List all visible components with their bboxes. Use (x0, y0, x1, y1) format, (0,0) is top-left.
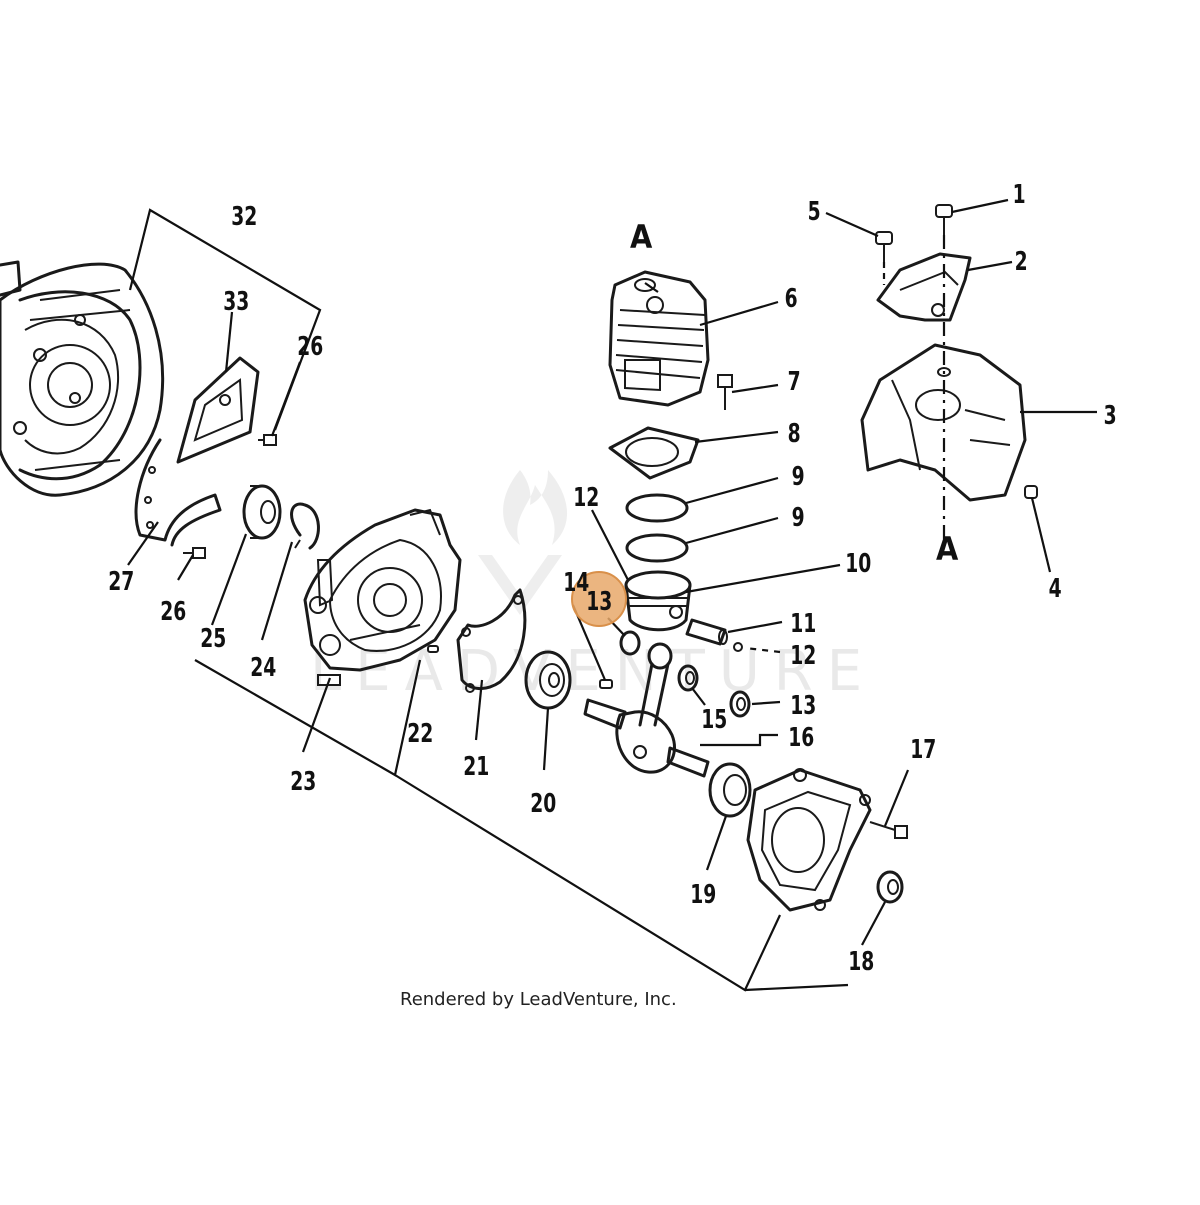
callout-10: 10 (845, 548, 871, 579)
bracket-2-part (876, 252, 972, 322)
callout-5: 5 (808, 196, 821, 227)
callout-9b: 9 (792, 502, 805, 533)
callout-A-bottom: A (936, 530, 959, 568)
clip-12-icon (733, 642, 743, 652)
piston-10-part (624, 570, 692, 632)
bolt-1-icon (935, 204, 953, 235)
callout-24: 24 (250, 652, 276, 683)
callout-16: 16 (788, 722, 814, 753)
bearing-19-part (708, 762, 752, 818)
callout-25: 25 (200, 623, 226, 654)
piston-pin-11-part (685, 618, 728, 646)
callout-13a: 13 (586, 586, 612, 617)
crankcase-half-right-part (746, 768, 872, 912)
callout-21: 21 (463, 751, 489, 782)
callout-32: 32 (231, 201, 257, 232)
highlight-marker (571, 571, 627, 627)
cover-3-part (860, 343, 1027, 502)
callout-2: 2 (1015, 246, 1028, 277)
callout-22: 22 (407, 718, 433, 749)
callout-14: 14 (563, 567, 589, 598)
bolt-26b-icon (183, 547, 206, 559)
washer-13b-part (729, 690, 751, 718)
callout-6: 6 (785, 283, 798, 314)
cylinder-6-part (608, 270, 710, 407)
watermark-text: LEADVENTURE (310, 639, 876, 704)
plate-part (176, 356, 260, 464)
seal-25-part (242, 484, 282, 540)
gasket-8-part (608, 426, 700, 480)
bolt-5-icon (875, 231, 893, 262)
seal-18-part (876, 870, 904, 904)
shroud-part (134, 438, 222, 547)
spark-plug-7-icon (717, 374, 733, 410)
gasket-21-part (456, 588, 527, 693)
snap-ring-24-part (290, 502, 320, 550)
piston-ring-9b-part (625, 533, 689, 563)
callout-27: 27 (108, 566, 134, 597)
watermark-logo-icon (478, 470, 568, 615)
key-14-icon (599, 679, 613, 689)
bolt-4-icon (1024, 485, 1038, 499)
callout-1: 1 (1013, 179, 1026, 210)
render-credit: Rendered by LeadVenture, Inc. (400, 989, 677, 1010)
callout-3: 3 (1104, 400, 1117, 431)
callout-4: 4 (1049, 573, 1062, 604)
bolt-17-icon (869, 821, 908, 839)
washer-13a-part (619, 630, 641, 656)
callout-13b: 13 (790, 690, 816, 721)
callout-23: 23 (290, 766, 316, 797)
callout-12a: 12 (573, 482, 599, 513)
callout-12b: 12 (790, 640, 816, 671)
callout-26b: 26 (160, 596, 186, 627)
callout-17: 17 (910, 734, 936, 765)
callout-9a: 9 (792, 461, 805, 492)
fan-housing-part (0, 260, 165, 497)
callout-33: 33 (223, 286, 249, 317)
callout-18: 18 (848, 946, 874, 977)
bolt-26a-icon (258, 434, 277, 446)
callout-20: 20 (530, 788, 556, 819)
crankcase-half-22-part (303, 508, 462, 686)
callout-A-top: A (630, 218, 653, 256)
callout-19: 19 (690, 879, 716, 910)
callout-15: 15 (701, 704, 727, 735)
callout-8: 8 (788, 418, 801, 449)
callout-11: 11 (790, 608, 816, 639)
callout-labels: 1 2 3 4 5 6 7 8 9 9 10 11 12 12 13 13 14… (108, 179, 1116, 977)
piston-ring-9a-part (625, 493, 689, 523)
crankshaft-16-part (583, 642, 710, 778)
leader-lines (127, 198, 1097, 992)
callout-7: 7 (788, 366, 801, 397)
needle-bearing-15-part (677, 664, 699, 692)
callout-26a: 26 (297, 331, 323, 362)
pin-part (427, 645, 439, 653)
